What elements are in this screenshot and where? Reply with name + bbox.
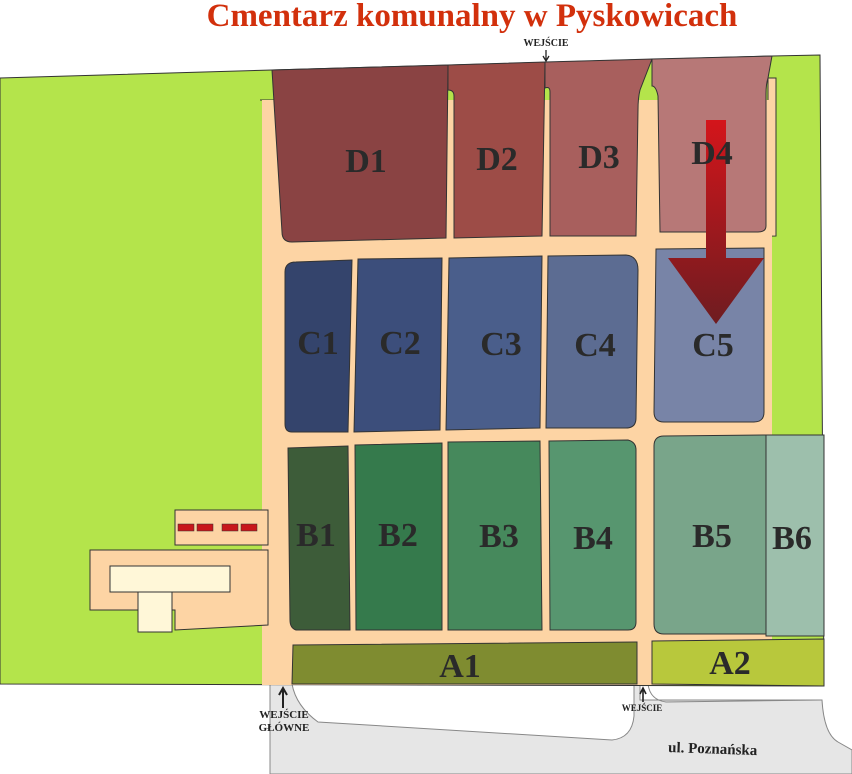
road-inner-island bbox=[291, 683, 635, 741]
entrance-top-arrow-icon bbox=[542, 50, 550, 63]
side-path-upper bbox=[174, 509, 269, 546]
label-B3: B3 bbox=[479, 518, 519, 555]
plot-A1[interactable] bbox=[291, 641, 638, 685]
label-A1: A1 bbox=[439, 648, 481, 685]
plot-C2[interactable] bbox=[353, 257, 443, 433]
plot-C3[interactable] bbox=[445, 255, 543, 431]
benches bbox=[177, 523, 258, 532]
plot-B1[interactable] bbox=[287, 445, 351, 631]
label-B6: B6 bbox=[772, 520, 812, 557]
plot-B4[interactable] bbox=[548, 439, 637, 631]
label-D4: D4 bbox=[691, 135, 733, 172]
plot-B3[interactable] bbox=[447, 440, 543, 631]
label-C5: C5 bbox=[692, 327, 734, 364]
plot-B5[interactable] bbox=[653, 434, 767, 635]
entrance-right-arrow-icon bbox=[639, 686, 647, 702]
label-B2: B2 bbox=[378, 517, 418, 554]
label-D3: D3 bbox=[578, 139, 620, 176]
label-C2: C2 bbox=[379, 325, 421, 362]
label-B1: B1 bbox=[296, 517, 336, 554]
entrance-main-arrow-icon bbox=[278, 685, 288, 708]
label-B4: B4 bbox=[573, 520, 613, 557]
street-label: ul. Poznańska bbox=[668, 740, 758, 759]
label-C3: C3 bbox=[480, 326, 522, 363]
chapel-wing bbox=[137, 591, 173, 633]
label-C1: C1 bbox=[297, 325, 339, 362]
entrance-top-label: WEJŚCIE bbox=[523, 37, 568, 49]
road-edge bbox=[647, 683, 823, 703]
chapel-building bbox=[109, 565, 231, 593]
plot-C4[interactable] bbox=[545, 254, 639, 429]
plot-D3[interactable] bbox=[544, 58, 653, 237]
plot-C1[interactable] bbox=[284, 259, 353, 433]
label-D2: D2 bbox=[476, 141, 518, 178]
location-arrow-icon bbox=[668, 120, 764, 324]
plot-labels: D1 D2 D3 D4 C1 C2 C3 C4 C5 B1 B2 B3 B4 B… bbox=[296, 135, 812, 685]
entrance-right-label: WEJŚCIE bbox=[622, 703, 663, 713]
plot-D1[interactable] bbox=[271, 64, 449, 243]
map-title: Cmentarz komunalny w Pyskowicach bbox=[207, 0, 738, 34]
plot-D2[interactable] bbox=[447, 61, 546, 239]
plot-B2[interactable] bbox=[354, 442, 443, 631]
entrance-main-label-1: WEJŚCIE bbox=[259, 709, 309, 721]
label-D1: D1 bbox=[345, 143, 387, 180]
plot-A2[interactable] bbox=[651, 638, 825, 687]
label-B5: B5 bbox=[692, 518, 732, 555]
entrance-main-label-2: GŁÓWNE bbox=[259, 722, 310, 734]
label-C4: C4 bbox=[574, 327, 616, 364]
label-A2: A2 bbox=[709, 645, 751, 682]
plot-B6[interactable] bbox=[765, 434, 825, 637]
